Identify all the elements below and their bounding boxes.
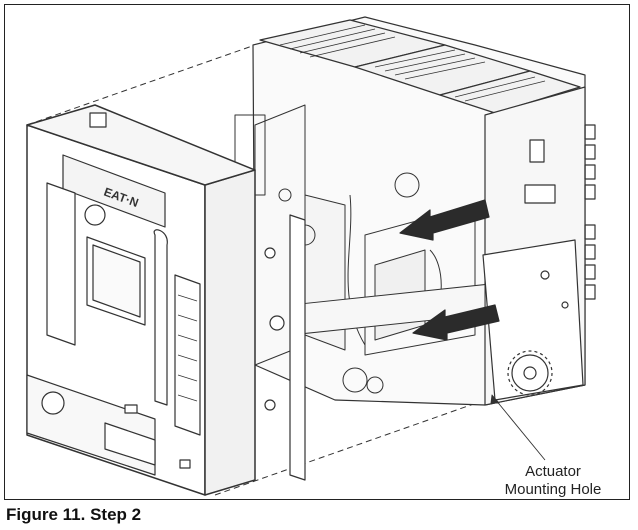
front-cover xyxy=(26,104,306,496)
arc-chutes xyxy=(259,19,581,114)
breaker-body xyxy=(234,16,596,406)
callout-leader xyxy=(490,394,546,461)
insertion-arrows xyxy=(399,199,500,341)
secondary-terminals xyxy=(584,124,596,300)
diagram-frame: EAT·N Actuator Mounting Hole xyxy=(4,4,630,500)
callout-line-1: Actuator xyxy=(525,463,581,480)
figure-caption: Figure 11. Step 2 xyxy=(6,505,142,524)
breaker-illustration: EAT·N xyxy=(26,16,596,496)
callout-line-2: Mounting Hole xyxy=(504,481,602,498)
actuator-callout: Actuator Mounting Hole xyxy=(483,463,623,499)
charging-gear xyxy=(507,350,553,396)
